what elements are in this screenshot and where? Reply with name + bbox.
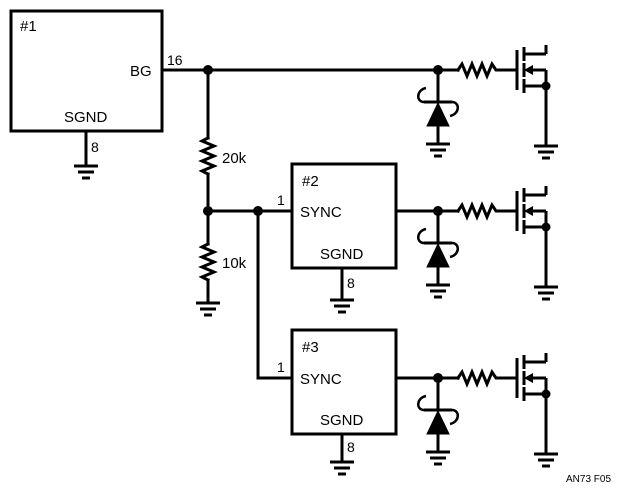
- chip-2-sync-pin-number: 1: [277, 192, 285, 208]
- chip-2-label: #2: [302, 173, 319, 190]
- chip-2-sync-label: SYNC: [300, 204, 342, 221]
- chip-3: [290, 328, 398, 436]
- ground-icon: [328, 460, 356, 476]
- ground-icon: [194, 301, 222, 317]
- chip-2-gnd-pin-number: 8: [347, 275, 355, 291]
- ground-icon: [72, 164, 100, 180]
- chip-3-sync-pin-number: 1: [277, 359, 285, 375]
- chip-1-bg-pin-number: 16: [167, 52, 183, 68]
- figure-id: AN73 F05: [566, 474, 611, 485]
- resistor-icon: [455, 368, 518, 388]
- mosfet-icon: [500, 186, 558, 299]
- schottky-diode-icon: [418, 70, 458, 156]
- chip-2: [290, 162, 398, 270]
- schottky-diode-icon: [418, 378, 458, 464]
- resistor-icon: [455, 60, 518, 80]
- schottky-diode-icon: [418, 211, 458, 297]
- mosfet-icon: [500, 45, 558, 158]
- mosfet-icon: [500, 353, 558, 466]
- chip-3-sync-label: SYNC: [300, 371, 342, 388]
- chip-1-gnd-pin-number: 8: [91, 139, 99, 155]
- chip-3-sgnd-label: SGND: [320, 412, 364, 429]
- ground-icon: [328, 298, 356, 314]
- resistor-icon: [455, 201, 518, 221]
- chip-1-sgnd-label: SGND: [64, 109, 108, 126]
- chip-1-label: #1: [20, 18, 37, 35]
- resistor-20k-label: 20k: [222, 150, 247, 167]
- chip-1: [9, 9, 164, 133]
- chip-3-label: #3: [302, 339, 319, 356]
- chip-1-bg-label: BG: [130, 63, 152, 80]
- resistor-icon: [198, 135, 218, 177]
- chip-3-gnd-pin-number: 8: [347, 439, 355, 455]
- resistor-10k-label: 10k: [222, 255, 247, 272]
- resistor-icon: [198, 241, 218, 283]
- chip-2-sgnd-label: SGND: [320, 246, 364, 263]
